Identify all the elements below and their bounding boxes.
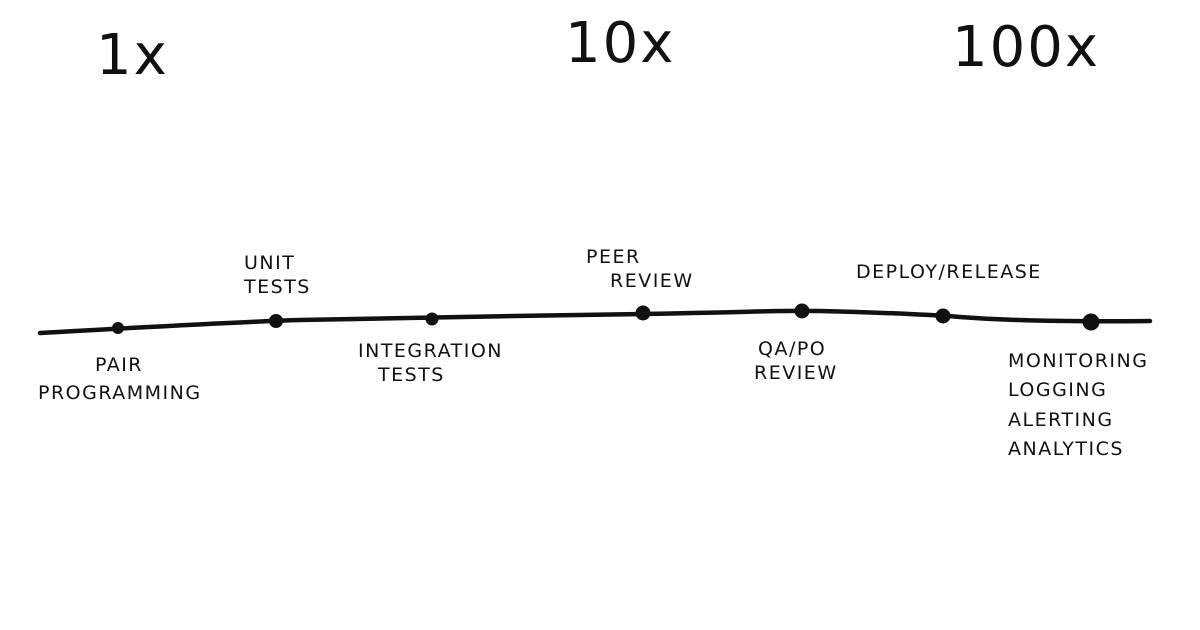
- label-deploy-release: DEPLOY/RELEASE: [856, 261, 1042, 283]
- dot-integration-tests: [425, 312, 439, 326]
- label-unit-tests: UNIT TESTS: [244, 252, 311, 298]
- label-integration-tests: INTEGRATION TESTS: [358, 340, 503, 386]
- label-pair-programming: PAIR: [94, 354, 144, 376]
- timeline-line: [37, 308, 1153, 336]
- dot-deploy-release: [935, 308, 951, 324]
- multiplier-1x: 1x: [96, 23, 169, 88]
- multiplier-10x: 10x: [565, 11, 676, 76]
- dot-monitoring: [1082, 313, 1100, 331]
- label-qa-po-review: QA/PO REVIEW: [754, 338, 838, 384]
- dot-qa-po-review: [794, 303, 810, 319]
- dot-peer-review: [635, 305, 651, 321]
- label-monitoring-group: MONITORING LOGGING ALERTING ANALYTICS: [1008, 350, 1149, 461]
- label-peer-review: PEER REVIEW: [586, 246, 694, 292]
- multiplier-100x: 100x: [952, 15, 1101, 80]
- dot-unit-tests: [269, 314, 283, 328]
- label-pair-programming-2: PROGRAMMING: [38, 382, 202, 404]
- dot-pair-programming: [112, 322, 124, 334]
